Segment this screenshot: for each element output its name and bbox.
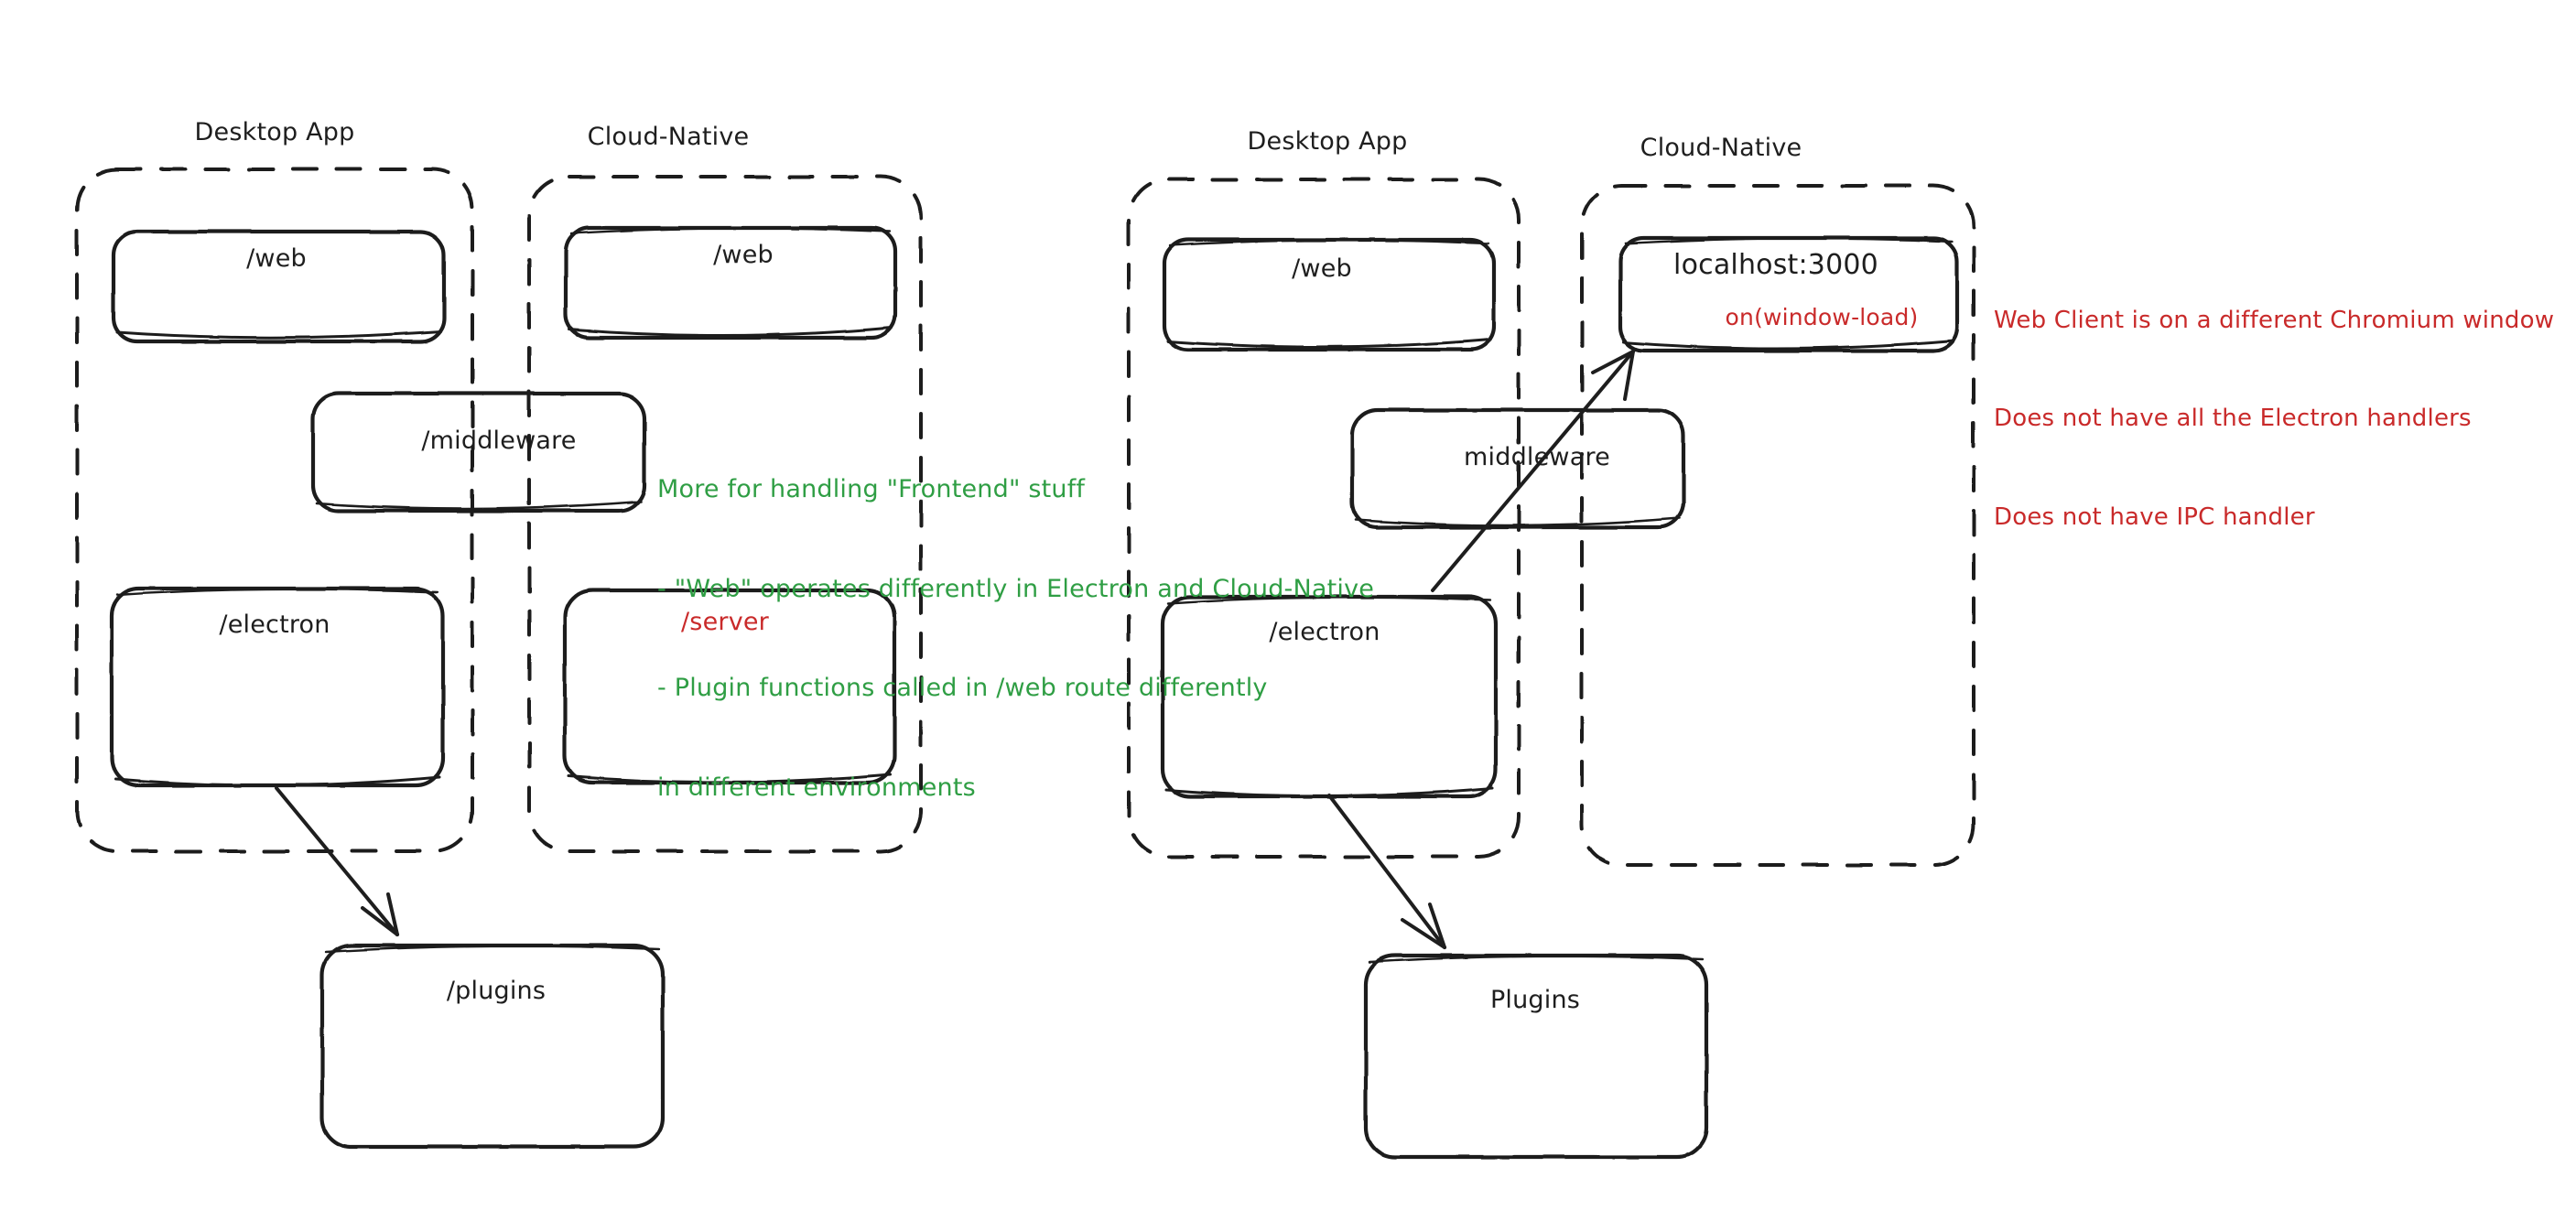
group-title-desktop-app-left: Desktop App xyxy=(194,118,355,146)
group-frame-cloud-native-right xyxy=(1580,184,1975,867)
node-label-electron-right: /electron xyxy=(1269,618,1380,646)
annotation-frontend-notes: More for handling "Frontend" stuff - "We… xyxy=(657,407,1374,870)
node-sublabel-on-window-load: on(window-load) xyxy=(1725,304,1919,330)
annotation-line: More for handling "Frontend" stuff xyxy=(657,475,1086,504)
node-label-localhost-right: localhost:3000 xyxy=(1673,249,1878,281)
node-label-web-desktop-left: /web xyxy=(246,244,307,273)
arrow-electron-to-plugins-left xyxy=(275,786,399,936)
node-label-web-desktop-right: /web xyxy=(1292,254,1352,283)
node-label-middleware-left: /middleware xyxy=(421,427,577,455)
group-title-cloud-native-left: Cloud-Native xyxy=(587,123,750,151)
annotation-line: - Plugin functions called in /web route … xyxy=(657,674,1268,703)
node-label-electron-left: /electron xyxy=(219,611,330,639)
group-title-desktop-app-right: Desktop App xyxy=(1247,127,1408,156)
node-label-plugins-right: Plugins xyxy=(1489,986,1581,1014)
node-label-plugins-left: /plugins xyxy=(446,977,547,1005)
annotation-web-client-notes: Web Client is on a different Chromium wi… xyxy=(1994,239,2554,600)
annotation-line: Does not have IPC handler xyxy=(1994,503,2315,531)
node-label-server-left: /server xyxy=(681,608,769,636)
annotation-line: Does not have all the Electron handlers xyxy=(1994,405,2472,433)
annotation-line: Web Client is on a different Chromium wi… xyxy=(1994,306,2555,334)
node-label-middleware-right: middleware xyxy=(1464,443,1610,471)
group-title-cloud-native-right: Cloud-Native xyxy=(1640,134,1802,162)
annotation-line: in different environments xyxy=(657,773,976,802)
annotation-line: - "Web" operates differently in Electron… xyxy=(657,574,1375,603)
node-label-web-cloud-left: /web xyxy=(713,241,774,269)
